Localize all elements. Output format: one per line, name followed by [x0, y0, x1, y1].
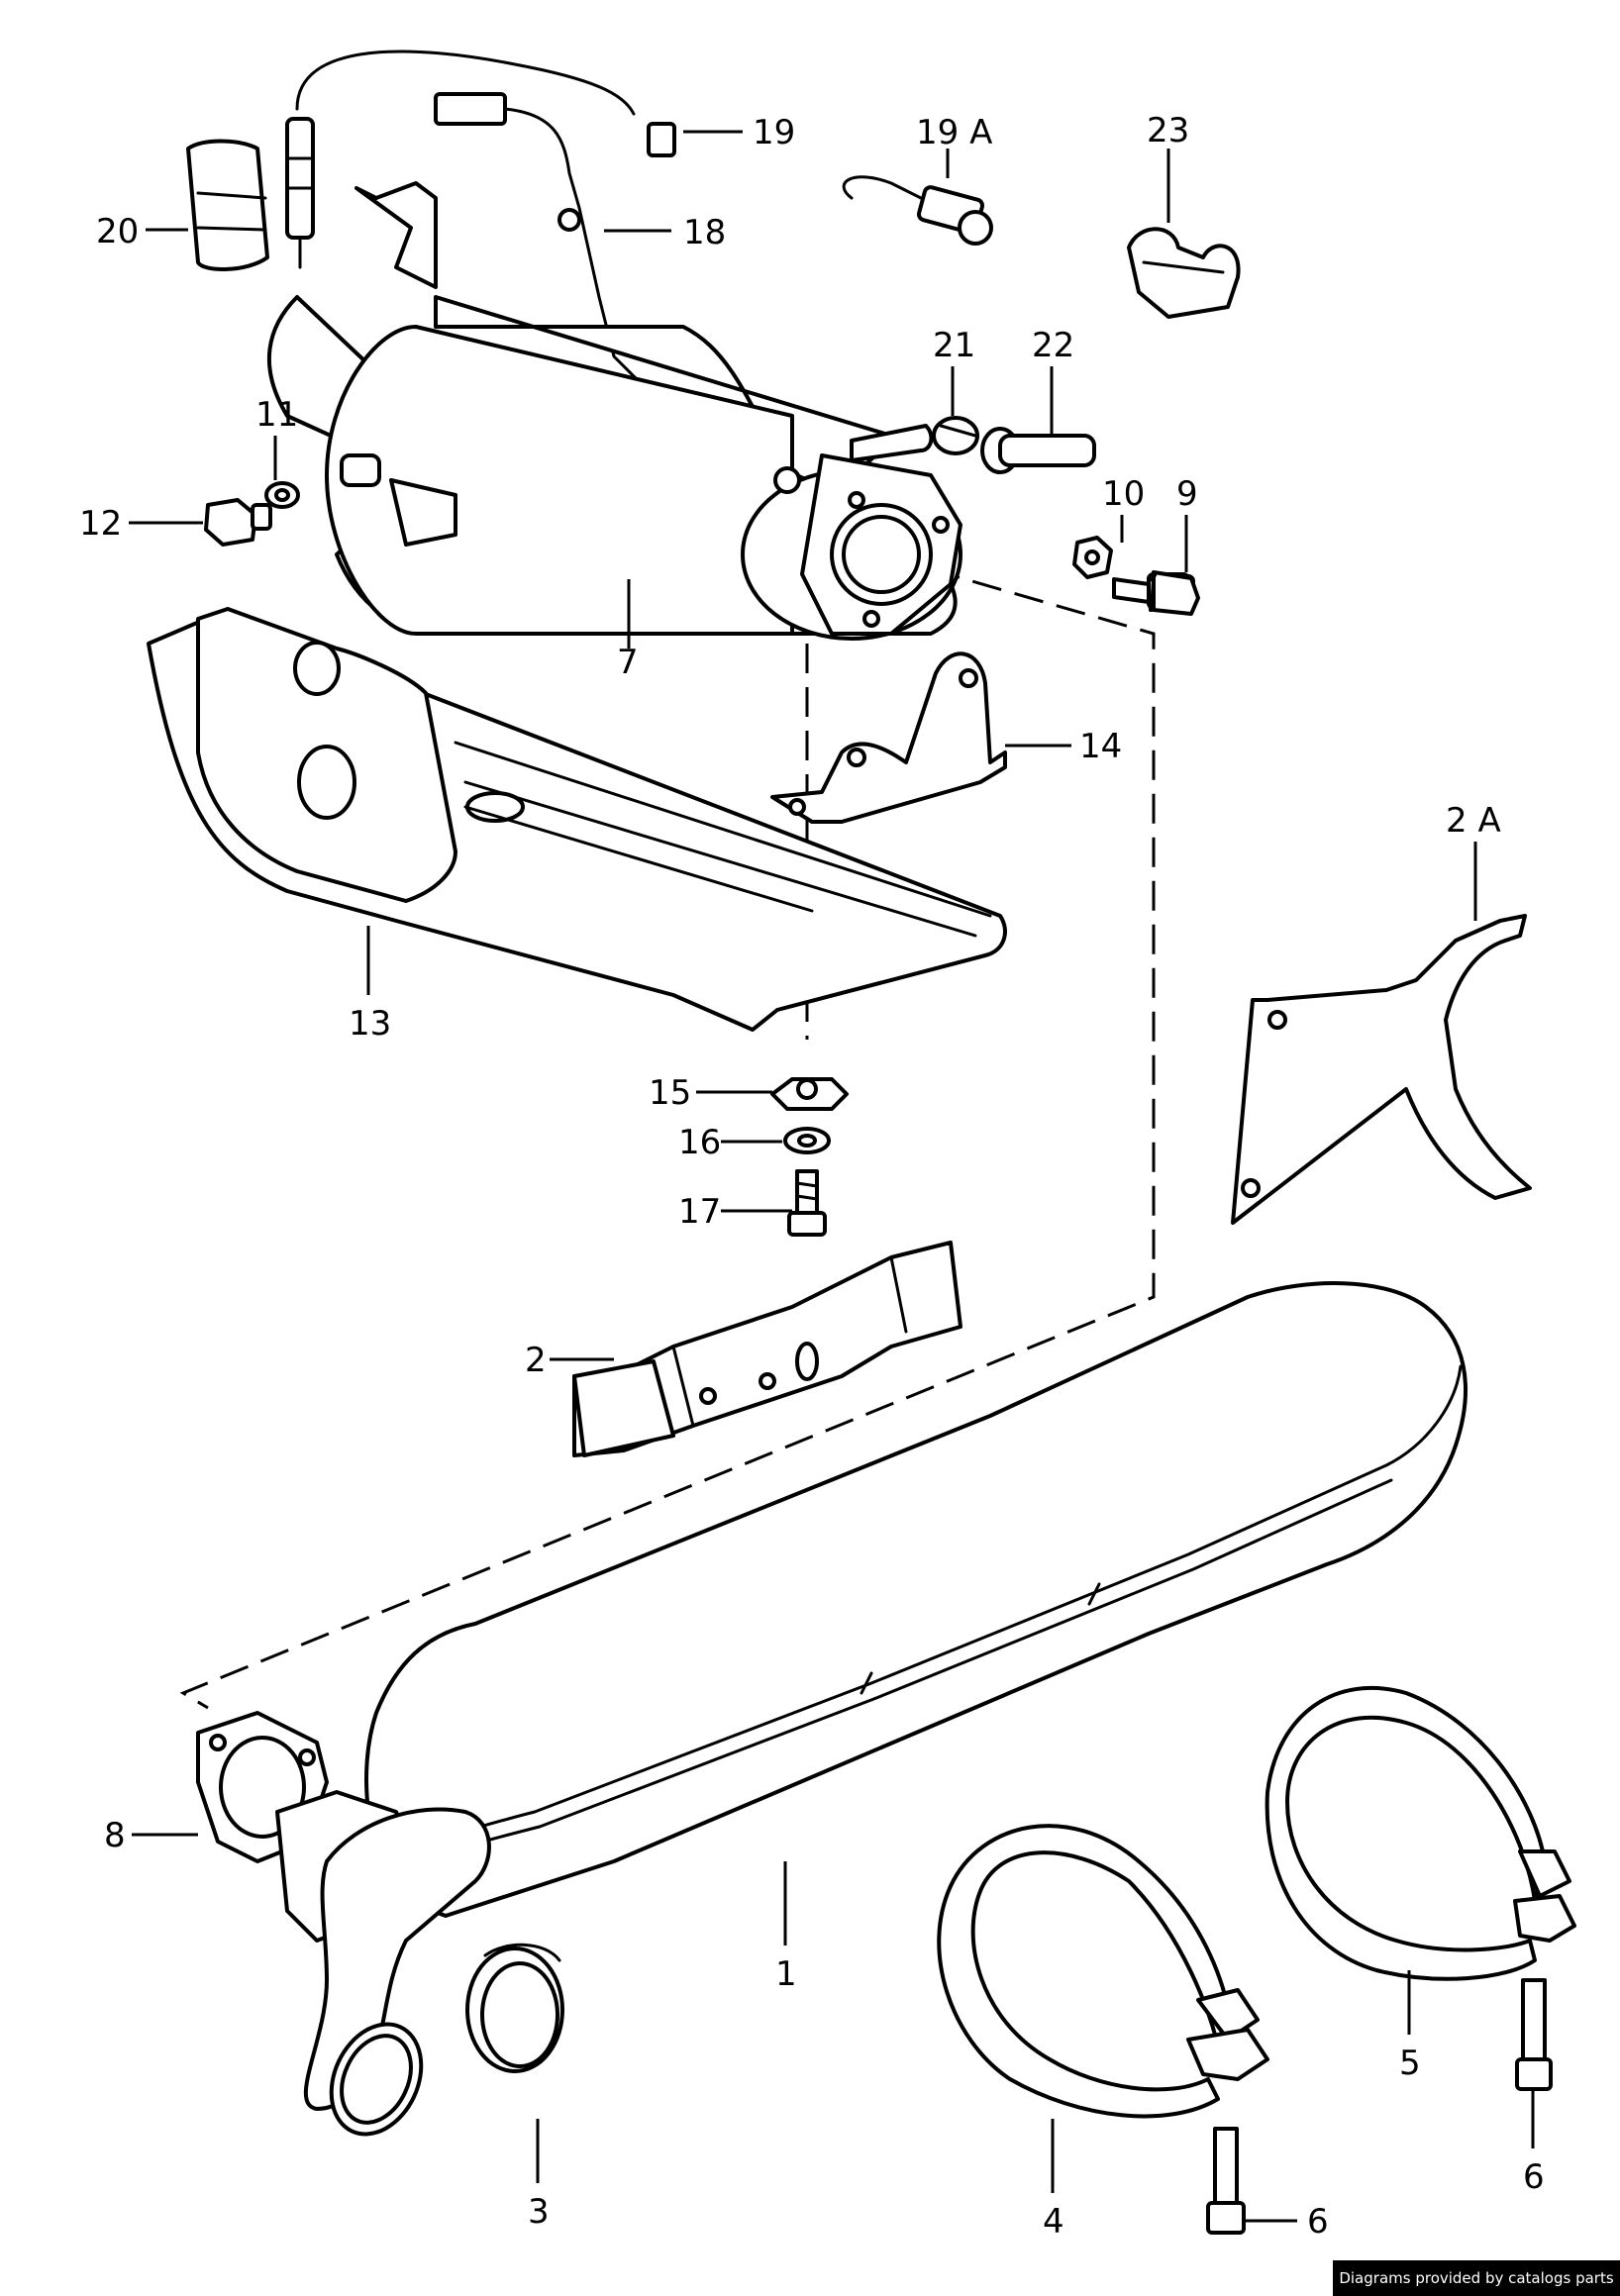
callout-12: 12 [79, 504, 122, 544]
callout-2a: 2 A [1446, 801, 1501, 841]
callout-6-bottom: 6 [1307, 2202, 1329, 2242]
part-20-sensor-cover [186, 117, 315, 271]
callout-16: 16 [678, 1123, 721, 1162]
callout-10: 10 [1102, 474, 1145, 514]
credit-badge: Diagrams provided by catalogs parts [1333, 2260, 1620, 2296]
part-21-hose-clamp [932, 416, 979, 455]
callout-4: 4 [1043, 2202, 1064, 2242]
callout-14: 14 [1079, 727, 1122, 766]
leader-lines [129, 130, 1535, 2223]
part-10-nut [1072, 536, 1113, 579]
part-12-screw [204, 498, 272, 547]
callout-22: 22 [1032, 326, 1074, 365]
callout-13: 13 [349, 1004, 391, 1044]
callout-5: 5 [1399, 2044, 1421, 2083]
part-2a-bracket [1231, 914, 1532, 1225]
part-4-clamp [937, 1824, 1269, 2235]
callout-19a: 19 A [916, 113, 992, 152]
callout-21: 21 [933, 326, 975, 365]
callout-9: 9 [1176, 474, 1198, 514]
callout-labels: 20 19 19 A 23 18 21 22 11 12 10 9 7 14 1… [79, 111, 1545, 2242]
callout-3: 3 [528, 2192, 550, 2232]
callout-6-right: 6 [1523, 2157, 1545, 2197]
callout-23: 23 [1147, 111, 1189, 150]
part-2-bracket [572, 1241, 962, 1457]
part-17-bolt [787, 1169, 827, 1237]
callout-18: 18 [683, 213, 726, 252]
part-9-bolt [1112, 570, 1200, 616]
part-1-tailpipe [275, 1790, 491, 2137]
part-15-clip-nut [770, 1077, 849, 1111]
part-5-clamp [1265, 1685, 1576, 2091]
part-7-catalytic-converter [266, 181, 962, 641]
part-14-bracket [770, 651, 1007, 824]
callout-17: 17 [678, 1192, 721, 1232]
callout-1: 1 [775, 1954, 797, 1994]
part-19a-plug [842, 175, 993, 246]
callout-11: 11 [255, 395, 298, 435]
part-3-sleeve [465, 1943, 564, 2073]
callout-7: 7 [617, 643, 639, 682]
part-16-washer [783, 1127, 831, 1154]
callout-15: 15 [649, 1073, 691, 1113]
callout-19: 19 [753, 113, 795, 152]
part-23-clip [1127, 227, 1241, 319]
part-13-heat-shield [147, 607, 1007, 1032]
part-22-tube-fitting [980, 427, 1096, 474]
callout-20: 20 [96, 212, 139, 251]
callout-8: 8 [104, 1816, 126, 1855]
part-11-washer [264, 453, 381, 509]
callout-2: 2 [525, 1341, 547, 1380]
